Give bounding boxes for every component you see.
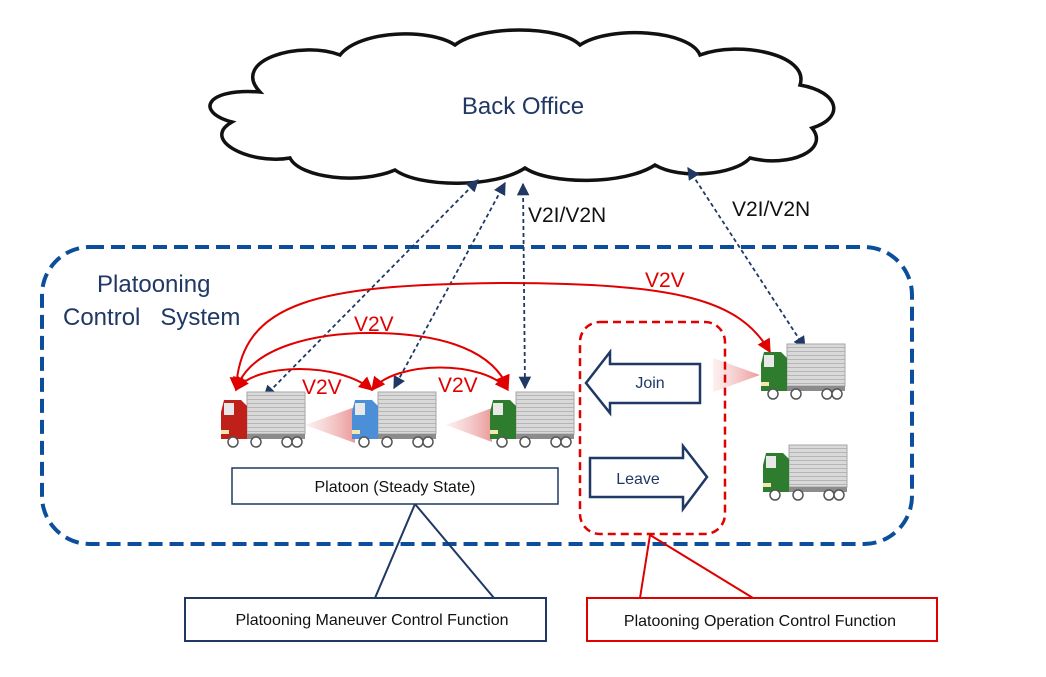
v2v-label-short2: V2V [438, 374, 478, 397]
truck-red-lead [221, 391, 306, 448]
sensor-beam [713, 358, 760, 392]
operation-callout-line [639, 534, 651, 599]
v2i-link-joining-truck [687, 166, 806, 350]
leave-label: Leave [616, 471, 660, 488]
sensor-beam [446, 408, 492, 442]
maneuver-function-label: Platooning Maneuver Control Function [235, 612, 508, 629]
maneuver-callout-line [414, 503, 495, 599]
join-arrow: Join [584, 348, 702, 417]
operation-function-label: Platooning Operation Control Function [624, 613, 896, 630]
v2i-link-blue-truck [393, 181, 506, 390]
truck-green-leaving [763, 444, 848, 501]
platoon-label: Platoon (Steady State) [315, 479, 476, 496]
platoon-label-box [231, 467, 559, 505]
v2v-label-mid: V2V [354, 313, 394, 336]
maneuver-function-box [184, 597, 547, 642]
v2i-label-right: V2I/V2N [732, 198, 810, 221]
operation-function-box [586, 597, 938, 642]
leave-arrow: Leave [588, 442, 709, 513]
cloud-label: Back Office [462, 93, 584, 120]
operation-dashed-box [578, 320, 727, 536]
v2v-label-short1: V2V [302, 376, 342, 399]
operation-callout-line [649, 534, 754, 599]
v2v-arc-long [229, 281, 771, 392]
v2i-label-left: V2I/V2N [528, 204, 606, 227]
truck-green-tail [490, 391, 575, 448]
v2v-links [229, 281, 771, 392]
v2v-label-long: V2V [645, 269, 685, 292]
sensor-beam [305, 407, 355, 443]
system-title-line1: Platooning [97, 271, 210, 298]
join-label: Join [635, 375, 664, 392]
v2i-link-green-truck [516, 182, 532, 390]
truck-green-joining [761, 343, 846, 400]
v2v-arc-short2 [371, 366, 509, 392]
system-title-line2: Control System [63, 304, 240, 331]
v2v-arc-mid [233, 331, 510, 392]
v2v-arc-short1 [235, 368, 374, 392]
back-office-cloud: Back Office [208, 28, 836, 185]
maneuver-callout-line [374, 503, 416, 599]
truck-blue-middle [352, 391, 437, 448]
